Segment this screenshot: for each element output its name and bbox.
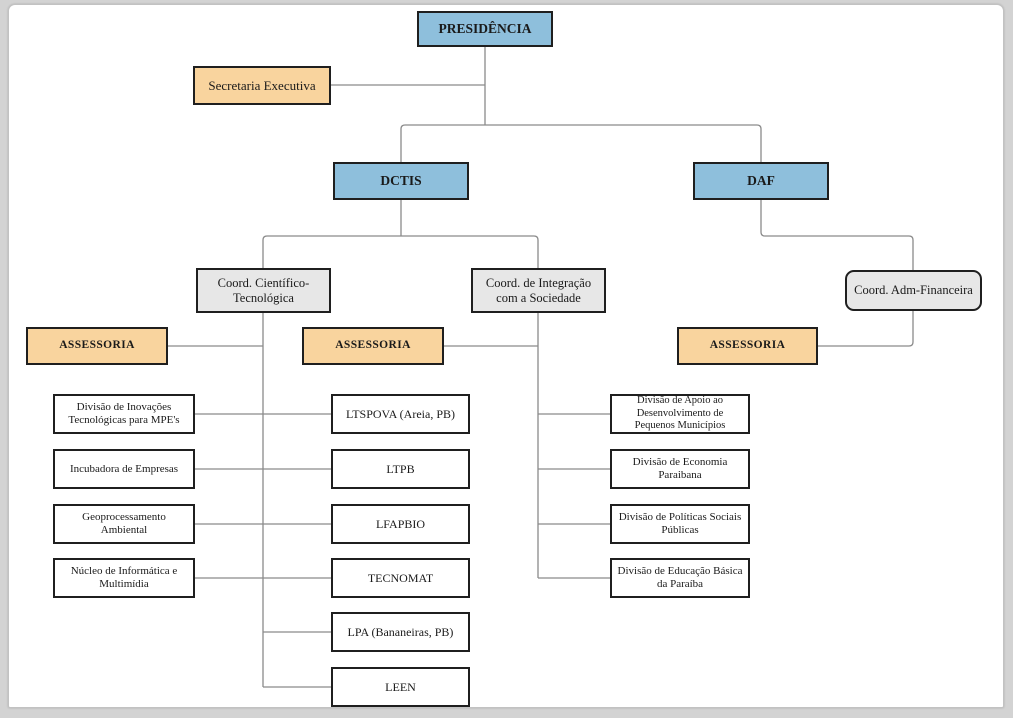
node-dctis: DCTIS bbox=[333, 162, 469, 200]
node-presidencia: PRESIDÊNCIA bbox=[417, 11, 553, 47]
node-assessoria-cientifico: ASSESSORIA bbox=[26, 327, 168, 365]
node-divisao-apoio-pequenos-municipios: Divisão de Apoio ao Desenvolvimento de P… bbox=[610, 394, 750, 434]
connector-split-top bbox=[400, 124, 762, 162]
node-divisao-economia-paraibana: Divisão de Economia Paraibana bbox=[610, 449, 750, 489]
node-coord-integracao-sociedade: Coord. de Integração com a Sociedade bbox=[471, 268, 606, 313]
node-coord-adm-financeira: Coord. Adm-Financeira bbox=[845, 270, 982, 311]
node-tecnomat: TECNOMAT bbox=[331, 558, 470, 598]
branches-left bbox=[195, 413, 263, 579]
branches-right bbox=[538, 413, 610, 579]
connector-split-dctis bbox=[262, 235, 539, 268]
node-lpa: LPA (Bananeiras, PB) bbox=[331, 612, 470, 652]
node-ltpb: LTPB bbox=[331, 449, 470, 489]
connector-daf bbox=[760, 200, 914, 270]
node-nucleo-informatica-multimidia: Núcleo de Informática e Multimídia bbox=[53, 558, 195, 598]
node-divisao-inovacoes-mpes: Divisão de Inovações Tecnológicas para M… bbox=[53, 394, 195, 434]
node-incubadora-empresas: Incubadora de Empresas bbox=[53, 449, 195, 489]
branches-middle bbox=[263, 413, 331, 688]
node-lfapbio: LFAPBIO bbox=[331, 504, 470, 544]
node-daf: DAF bbox=[693, 162, 829, 200]
node-divisao-politicas-sociais: Divisão de Políticas Sociais Públicas bbox=[610, 504, 750, 544]
connector-adm-assessoria bbox=[818, 311, 914, 347]
node-leen: LEEN bbox=[331, 667, 470, 707]
node-geoprocessamento-ambiental: Geoprocessamento Ambiental bbox=[53, 504, 195, 544]
node-divisao-educacao-basica: Divisão de Educação Básica da Paraíba bbox=[610, 558, 750, 598]
node-coord-cientifico-tecnologica: Coord. Científico-Tecnológica bbox=[196, 268, 331, 313]
node-assessoria-adm: ASSESSORIA bbox=[677, 327, 818, 365]
node-ltspova: LTSPOVA (Areia, PB) bbox=[331, 394, 470, 434]
node-assessoria-sociedade: ASSESSORIA bbox=[302, 327, 444, 365]
node-secretaria-executiva: Secretaria Executiva bbox=[193, 66, 331, 105]
